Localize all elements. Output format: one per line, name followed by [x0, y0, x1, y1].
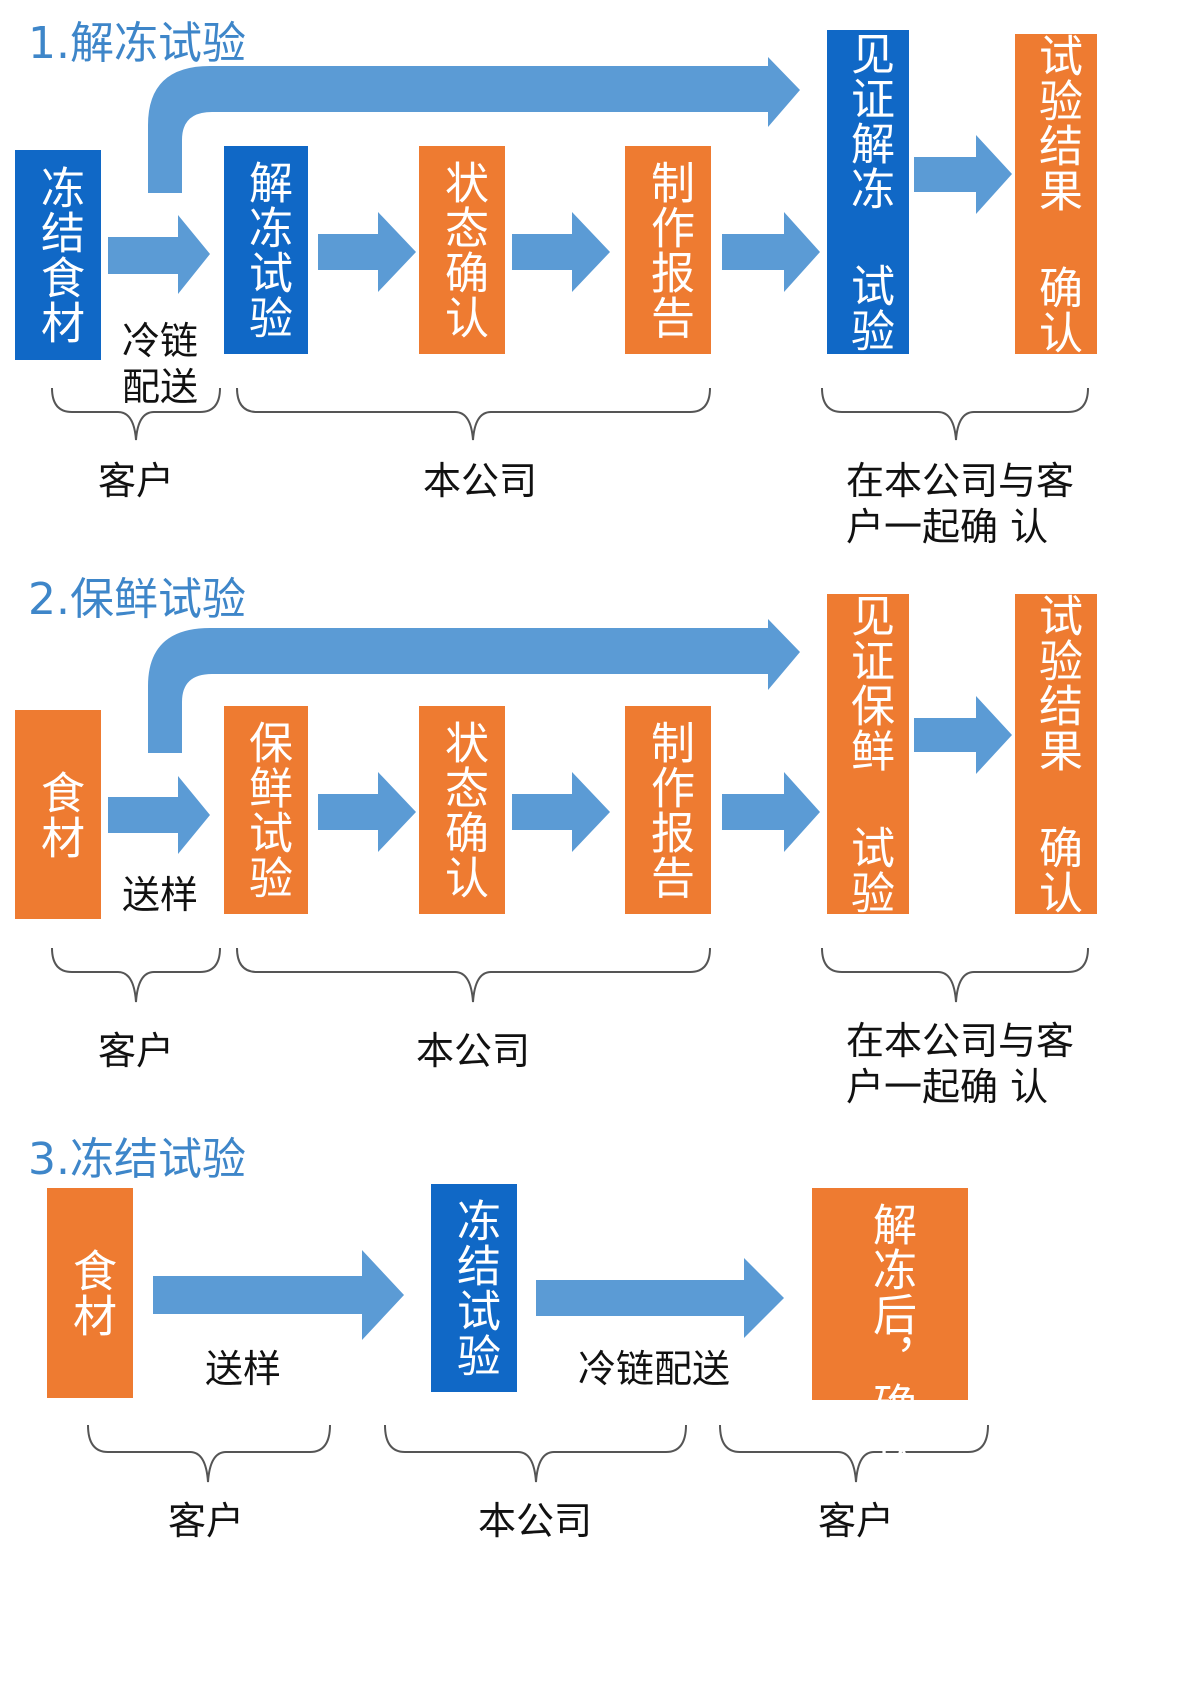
group-label-customer-b: 客户 — [818, 1499, 895, 1543]
group-label-company: 本公司 — [416, 1029, 531, 1073]
arrow-right-2b — [318, 772, 416, 852]
arrow-curved-1 — [148, 57, 800, 193]
box-label: 制作报告 — [643, 160, 694, 340]
brace-3-customer-b — [719, 1424, 989, 1483]
group-label-company: 本公司 — [478, 1499, 593, 1543]
step-label-send-sample: 送样 — [205, 1347, 282, 1391]
brace-1-joint — [821, 387, 1089, 441]
brace-3-customer — [87, 1424, 331, 1483]
section3-title: 3.冻结试验 — [28, 1134, 246, 1185]
box-label: 见证解冻 试验 — [843, 31, 894, 353]
box-label: 保鲜试验 — [241, 720, 292, 900]
box-freshness-test: 保鲜试验 — [224, 706, 308, 914]
box-witness-freshness: 见证保鲜 试验 — [827, 593, 909, 915]
box-frozen-food: 冻结食材 — [15, 150, 101, 360]
arrow-right-1b — [318, 212, 416, 292]
box-food: 食材 — [15, 710, 101, 919]
box-witness-thaw: 见证解冻 试验 — [827, 30, 909, 354]
group-label-customer: 客户 — [98, 459, 175, 503]
box-label: 见证保鲜 试验 — [843, 593, 894, 915]
arrow-curved-2 — [148, 619, 800, 753]
step-label-cold-chain: 冷链 配送 — [122, 319, 199, 409]
box-freeze-test: 冻结试验 — [431, 1184, 517, 1392]
box-label: 解冻后，确认试验结果 — [865, 1202, 916, 1652]
brace-1-customer — [51, 387, 221, 441]
arrow-right-2a — [108, 776, 210, 854]
box-food: 食材 — [47, 1188, 133, 1398]
box-label: 冻结食材 — [33, 165, 84, 345]
brace-2-company — [236, 947, 711, 1003]
brace-1-company — [236, 387, 711, 441]
group-label-joint: 在本公司与客 户一起确 认 — [846, 1019, 1075, 1109]
box-status-confirm: 状态确认 — [419, 706, 505, 914]
arrow-right-1e — [914, 135, 1012, 214]
box-result-confirm: 试验结果 确认 — [1015, 593, 1097, 915]
box-thaw-test: 解冻试验 — [224, 146, 308, 354]
group-label-joint: 在本公司与客 户一起确 认 — [846, 459, 1075, 549]
arrow-right-1d — [722, 212, 820, 292]
box-label: 试验结果 确认 — [1031, 33, 1082, 355]
step-label-send-sample: 送样 — [122, 873, 199, 917]
group-label-company: 本公司 — [423, 459, 538, 503]
group-label-customer: 客户 — [168, 1499, 245, 1543]
box-label: 冻结试验 — [449, 1198, 500, 1378]
brace-3-company — [384, 1424, 687, 1483]
group-label-customer: 客户 — [98, 1029, 175, 1073]
box-label: 状态确认 — [437, 720, 488, 900]
arrow-right-2d — [722, 772, 820, 852]
section2-title: 2.保鲜试验 — [28, 574, 246, 625]
box-label: 食材 — [33, 769, 84, 860]
box-label: 制作报告 — [643, 720, 694, 900]
box-label: 状态确认 — [437, 160, 488, 340]
box-label: 试验结果 确认 — [1031, 593, 1082, 915]
box-result-confirm: 试验结果 确认 — [1015, 33, 1097, 355]
box-label: 食材 — [65, 1248, 116, 1338]
step-label-cold-chain: 冷链配送 — [578, 1347, 731, 1391]
arrow-right-3b — [536, 1258, 784, 1338]
box-make-report: 制作报告 — [625, 146, 711, 354]
arrow-right-2e — [914, 696, 1012, 774]
box-status-confirm: 状态确认 — [419, 146, 505, 354]
arrow-right-3a — [153, 1250, 404, 1340]
box-make-report: 制作报告 — [625, 706, 711, 914]
arrow-right-2c — [512, 772, 610, 852]
arrow-right-1c — [512, 212, 610, 292]
section1-title: 1.解冻试验 — [28, 18, 246, 69]
box-thaw-confirm-result: 解冻后，确认试验结果 — [812, 1188, 968, 1652]
brace-2-customer — [51, 947, 221, 1003]
arrow-right-1a — [108, 215, 210, 294]
brace-2-joint — [821, 947, 1089, 1003]
box-label: 解冻试验 — [241, 160, 292, 340]
